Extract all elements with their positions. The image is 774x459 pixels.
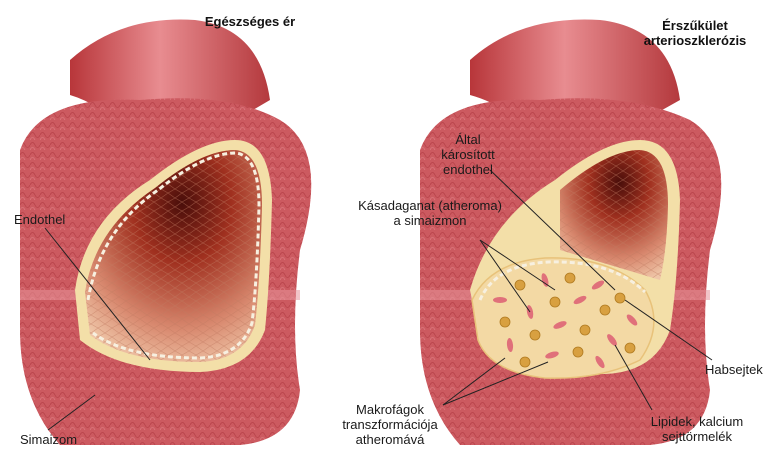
label-foam-cells: Habsejtek	[705, 362, 763, 377]
diseased-vessel	[420, 20, 721, 446]
foam-cell	[530, 330, 540, 340]
healthy-title: Egészséges ér	[190, 14, 310, 29]
foam-cell	[520, 357, 530, 367]
atheroma-plaque	[472, 258, 654, 378]
foam-cell	[500, 317, 510, 327]
foam-cell	[580, 325, 590, 335]
foam-cell	[515, 280, 525, 290]
diseased-title: Érszűkület arterioszklerózis	[620, 18, 770, 48]
foam-cell	[600, 305, 610, 315]
label-damaged-endothel: Által károsított endothel	[418, 132, 518, 177]
foam-cell	[550, 297, 560, 307]
healthy-vessel	[20, 20, 311, 446]
smooth-muscle-cell	[493, 297, 507, 303]
label-lipids: Lipidek, kalcium sejttörmelék	[632, 414, 762, 444]
label-endothel: Endothel	[14, 212, 65, 227]
foam-cell	[615, 293, 625, 303]
foam-cell	[625, 343, 635, 353]
foam-cell	[573, 347, 583, 357]
label-simaizom: Simaizom	[20, 432, 77, 447]
label-macrophages: Makrofágok transzformációja atheromává	[330, 402, 450, 447]
foam-cell	[565, 273, 575, 283]
label-atheroma: Kásadaganat (atheroma) a simaizmon	[340, 198, 520, 228]
